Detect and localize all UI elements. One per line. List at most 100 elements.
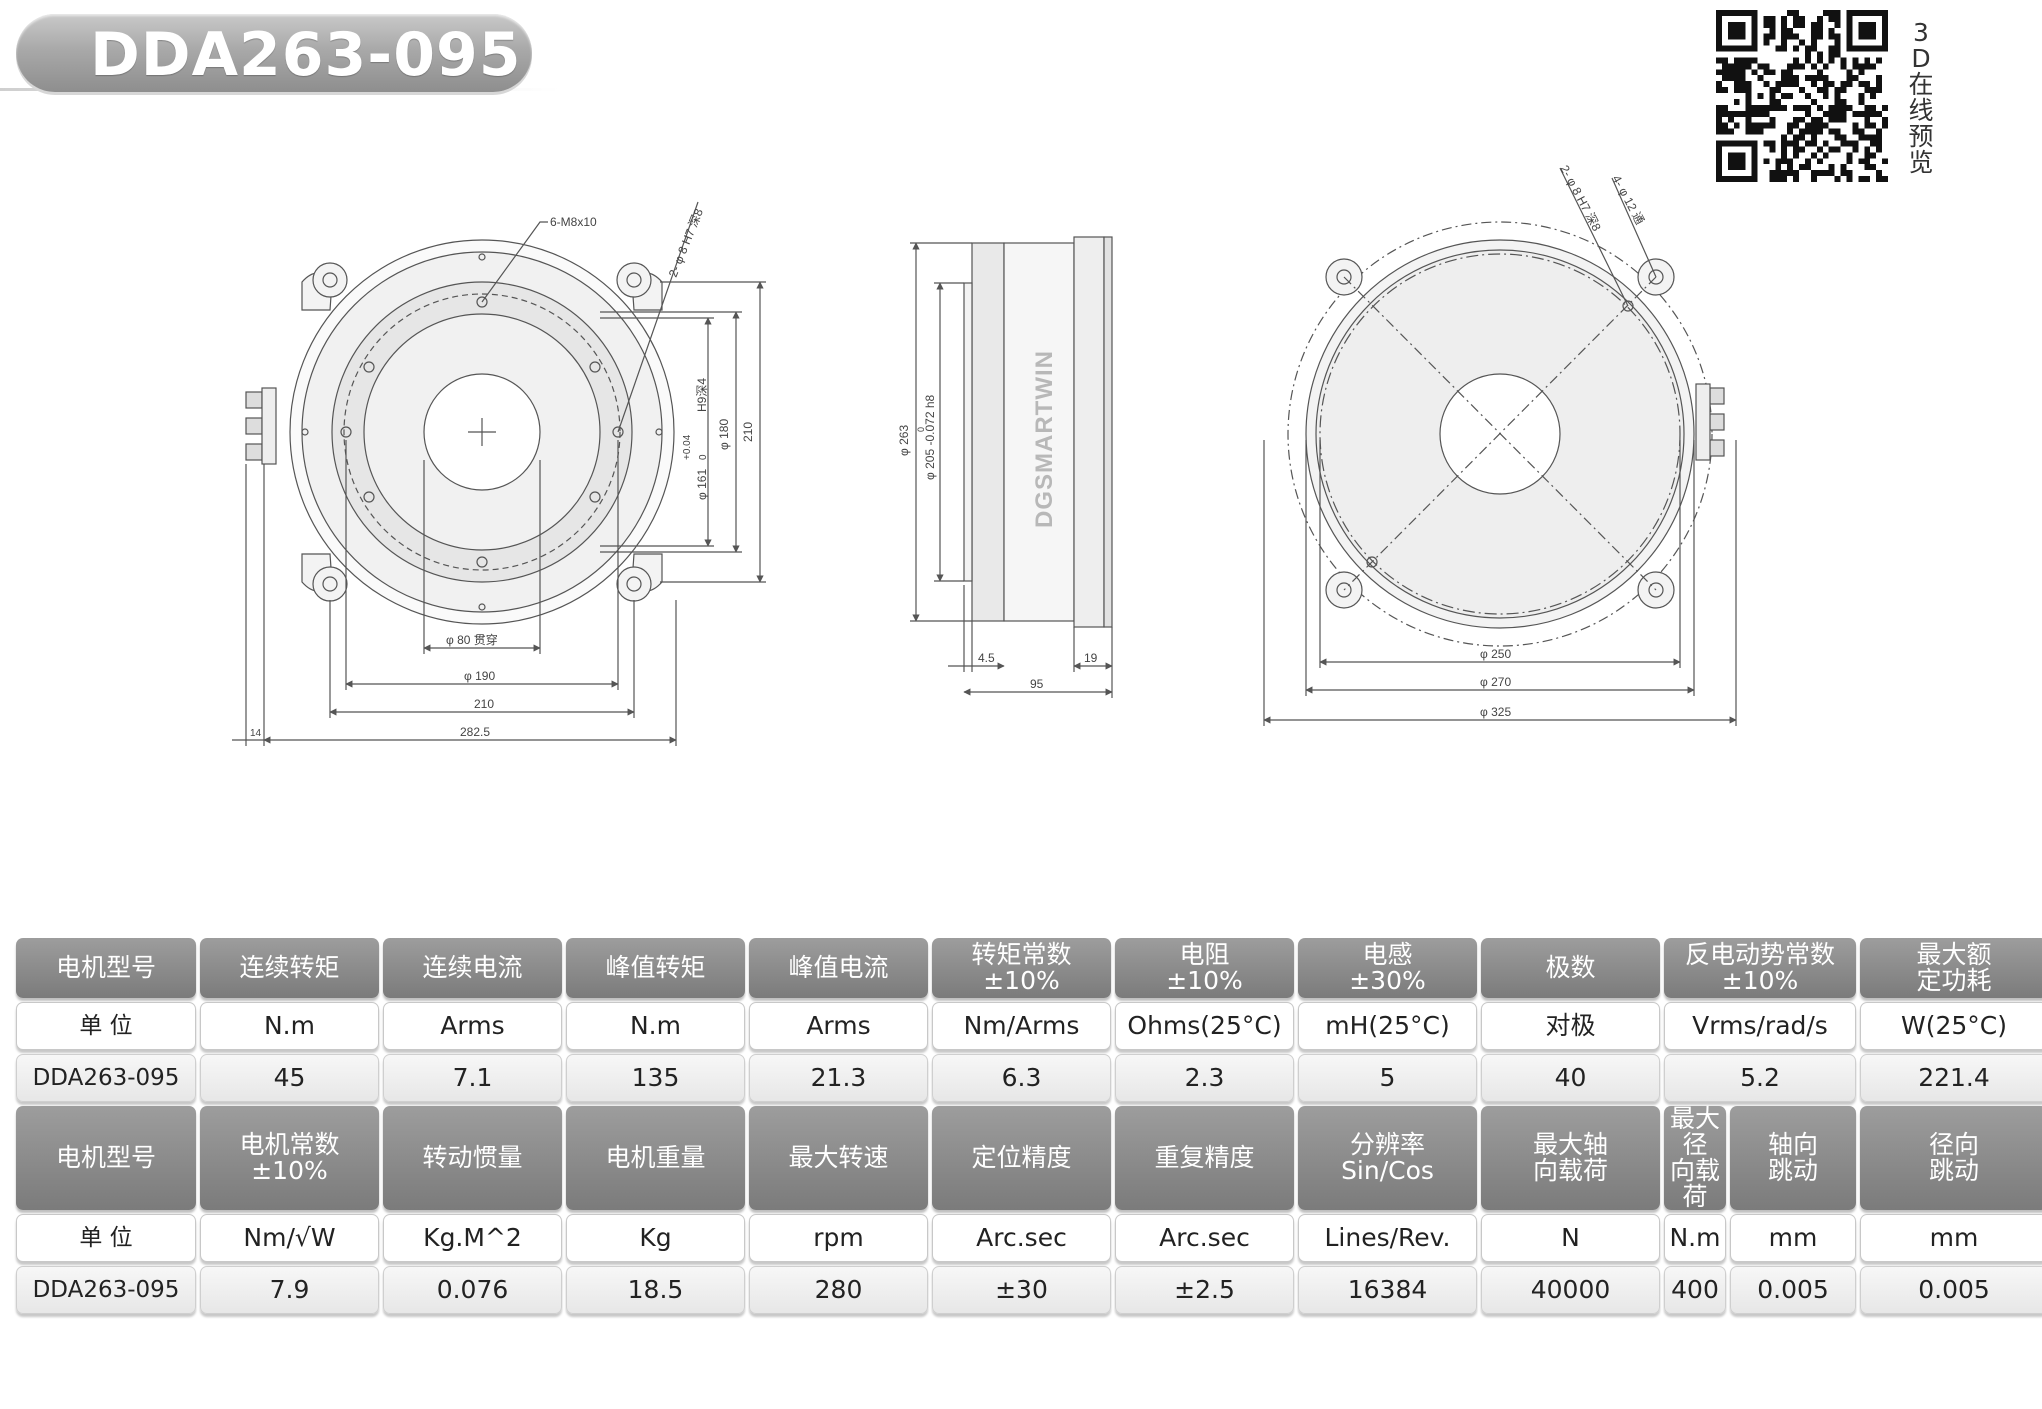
qr-caption-char: 览 — [1908, 148, 1934, 177]
dim-label: φ 161 — [695, 469, 709, 500]
value-cell: 135 — [566, 1054, 745, 1102]
header-cell: 电机型号 — [16, 938, 196, 998]
unit-cell: N.m — [1664, 1214, 1726, 1262]
qr-caption-char: 在 — [1908, 70, 1934, 99]
unit-cell: Kg — [566, 1214, 745, 1262]
value-cell: 0.076 — [383, 1266, 562, 1314]
brand-mark: DGSMARTWIN — [1031, 350, 1058, 528]
value-cell: DDA263-095 — [16, 1054, 196, 1102]
unit-cell: N.m — [566, 1002, 745, 1050]
dim-label: φ 205 -0.072 h8 — [923, 394, 937, 480]
value-cell: 16384 — [1298, 1266, 1477, 1314]
value-cell: 40000 — [1481, 1266, 1660, 1314]
dim-label: 2- φ 8 H7 深8 — [1557, 163, 1604, 234]
value-cell: ±30 — [932, 1266, 1111, 1314]
value-cell: 280 — [749, 1266, 928, 1314]
header-cell: 连续电流 — [383, 938, 562, 998]
value-cell: 18.5 — [566, 1266, 745, 1314]
header-cell: 径向 跳动 — [1860, 1106, 2042, 1210]
unit-cell: Ohms(25°C) — [1115, 1002, 1294, 1050]
header-cell: 连续转矩 — [200, 938, 379, 998]
qr-caption-char: 线 — [1908, 96, 1934, 125]
value-cell: DDA263-095 — [16, 1266, 196, 1314]
dim-label: +0.04 — [682, 434, 693, 460]
value-cell: 221.4 — [1860, 1054, 2042, 1102]
value-cell: 0.005 — [1860, 1266, 2042, 1314]
unit-cell: mm — [1860, 1214, 2042, 1262]
qr-caption-char: 预 — [1908, 122, 1934, 151]
qr-caption: 3 D 在 线 预 览 — [1906, 20, 1936, 176]
dim-label: 4- φ 12 通 — [1609, 173, 1647, 227]
dim-label: 210 — [741, 422, 755, 442]
unit-cell: Arc.sec — [1115, 1214, 1294, 1262]
unit-cell: 对极 — [1481, 1002, 1660, 1050]
dim-label: φ 80 贯穿 — [446, 632, 498, 647]
unit-cell: Arms — [749, 1002, 928, 1050]
unit-cell: W(25°C) — [1860, 1002, 2042, 1050]
header-cell: 转动惯量 — [383, 1106, 562, 1210]
header-cell: 最大转速 — [749, 1106, 928, 1210]
header-cell: 反电动势常数 ±10% — [1664, 938, 1857, 998]
dim-label: φ 190 — [464, 669, 495, 683]
dim-label: 14 — [250, 728, 262, 739]
dim-label: 210 — [474, 697, 494, 711]
dim-label: φ 180 — [717, 419, 731, 450]
value-cell: ±2.5 — [1115, 1266, 1294, 1314]
unit-cell: Arc.sec — [932, 1214, 1111, 1262]
unit-cell: 单 位 — [16, 1214, 196, 1262]
unit-cell: N.m — [200, 1002, 379, 1050]
header-cell: 重复精度 — [1115, 1106, 1294, 1210]
dim-label: 6-M8x10 — [550, 215, 597, 229]
header-cell: 电阻 ±10% — [1115, 938, 1294, 998]
value-cell: 5.2 — [1664, 1054, 1857, 1102]
unit-cell: Nm/Arms — [932, 1002, 1111, 1050]
side-view-labels: DGSMARTWIN φ 263 φ 205 -0.072 h8 0 4.5 1… — [897, 350, 1098, 691]
unit-cell: Nm/√W — [200, 1214, 379, 1262]
value-cell: 5 — [1298, 1054, 1477, 1102]
technical-drawings: 6-M8x10 2- φ 8 H7 深8 210 φ 180 φ 161 +0.… — [232, 163, 1737, 746]
header-row-1: 电机型号连续转矩连续电流峰值转矩峰值电流转矩常数 ±10%电阻 ±10%电感 ±… — [16, 938, 2042, 998]
dim-label: 0 — [698, 454, 709, 460]
header-cell: 电机重量 — [566, 1106, 745, 1210]
header-cell: 极数 — [1481, 938, 1660, 998]
value-cell: 2.3 — [1115, 1054, 1294, 1102]
unit-cell: mH(25°C) — [1298, 1002, 1477, 1050]
unit-cell: rpm — [749, 1214, 928, 1262]
unit-cell: Kg.M^2 — [383, 1214, 562, 1262]
unit-cell: Vrms/rad/s — [1664, 1002, 1857, 1050]
header-cell: 电机型号 — [16, 1106, 196, 1210]
header-cell: 最大径 向载荷 — [1664, 1106, 1726, 1210]
value-cell: 0.005 — [1730, 1266, 1857, 1314]
qr-caption-char: 3 — [1913, 18, 1929, 47]
value-cell: 7.1 — [383, 1054, 562, 1102]
spec-table: 电机型号连续转矩连续电流峰值转矩峰值电流转矩常数 ±10%电阻 ±10%电感 ±… — [12, 934, 2042, 1318]
unit-cell: Lines/Rev. — [1298, 1214, 1477, 1262]
value-cell: 40 — [1481, 1054, 1660, 1102]
unit-cell: 单 位 — [16, 1002, 196, 1050]
front-view — [232, 201, 766, 746]
qr-code[interactable] — [1716, 10, 1888, 182]
value-cell: 7.9 — [200, 1266, 379, 1314]
qr-caption-char: D — [1911, 44, 1931, 73]
header-row-2: 电机型号电机常数 ±10%转动惯量电机重量最大转速定位精度重复精度分辨率 Sin… — [16, 1106, 2042, 1210]
dim-label: 2- φ 8 H7 深8 — [666, 206, 706, 279]
header-cell: 最大轴 向载荷 — [1481, 1106, 1660, 1210]
rear-view — [1263, 167, 1737, 726]
dim-label: 282.5 — [460, 725, 490, 739]
header-cell: 电感 ±30% — [1298, 938, 1477, 998]
dim-label: φ 270 — [1480, 675, 1511, 689]
dim-label: 19 — [1084, 651, 1098, 665]
header-cell: 分辨率 Sin/Cos — [1298, 1106, 1477, 1210]
value-cell: 45 — [200, 1054, 379, 1102]
dim-label: 95 — [1030, 677, 1044, 691]
header-cell: 峰值转矩 — [566, 938, 745, 998]
header-cell: 电机常数 ±10% — [200, 1106, 379, 1210]
model-title: DDA263-095 — [90, 20, 522, 90]
unit-cell: Arms — [383, 1002, 562, 1050]
header-cell: 转矩常数 ±10% — [932, 938, 1111, 998]
value-cell: 400 — [1664, 1266, 1726, 1314]
title-banner: DDA263-095 — [16, 14, 532, 92]
